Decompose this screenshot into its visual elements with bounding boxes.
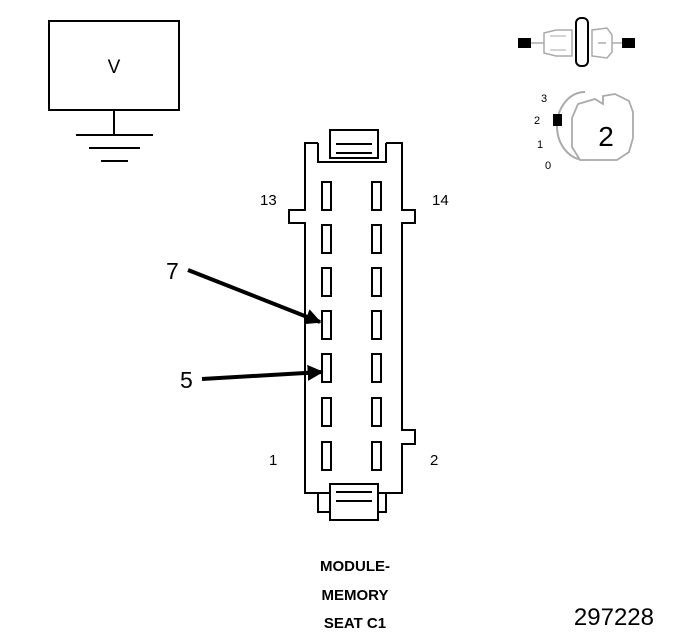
position-mark-3: 3 [541,93,547,105]
pin-cavities [321,181,382,471]
pin-cavity [321,310,332,340]
pin-cavity [371,310,382,340]
pin-cavity [321,181,332,211]
pin-label-2: 2 [430,452,438,469]
pin-label-14: 14 [432,192,449,209]
voltmeter-box [48,20,180,111]
connector-body [288,129,416,521]
callout-arrow-7 [187,268,322,325]
position-selector-icon: 3 2 1 0 2 [534,91,634,172]
caption-line-3: SEAT C1 [323,615,387,632]
caption-line-2: MEMORY [321,587,389,604]
connector-plug-icon [518,17,635,67]
callout-label-5: 5 [180,367,193,393]
callout-arrow-5 [201,364,324,381]
position-mark-1: 1 [537,139,543,151]
pin-cavity [371,224,382,254]
pin-cavity [371,353,382,383]
position-mark-0: 0 [545,160,551,172]
pin-cavity [371,267,382,297]
pin-label-13: 13 [260,192,277,209]
caption-line-1: MODULE- [320,558,390,575]
voltmeter-label: V [108,57,121,78]
figure-number: 297228 [573,604,654,631]
pin-cavity [371,397,382,427]
pin-cavity [321,353,332,383]
pin-cavity [371,441,382,471]
callout-label-7: 7 [166,258,179,284]
pin-cavity [371,181,382,211]
ground-icon [76,110,153,162]
pin-cavity [321,397,332,427]
selected-position-label: 2 [598,121,614,152]
pin-cavity [321,441,332,471]
pin-cavity [321,224,332,254]
pin-cavity [321,267,332,297]
pin-label-1: 1 [269,452,277,469]
voltmeter-symbol: V [48,20,180,162]
position-mark-2: 2 [534,115,540,127]
